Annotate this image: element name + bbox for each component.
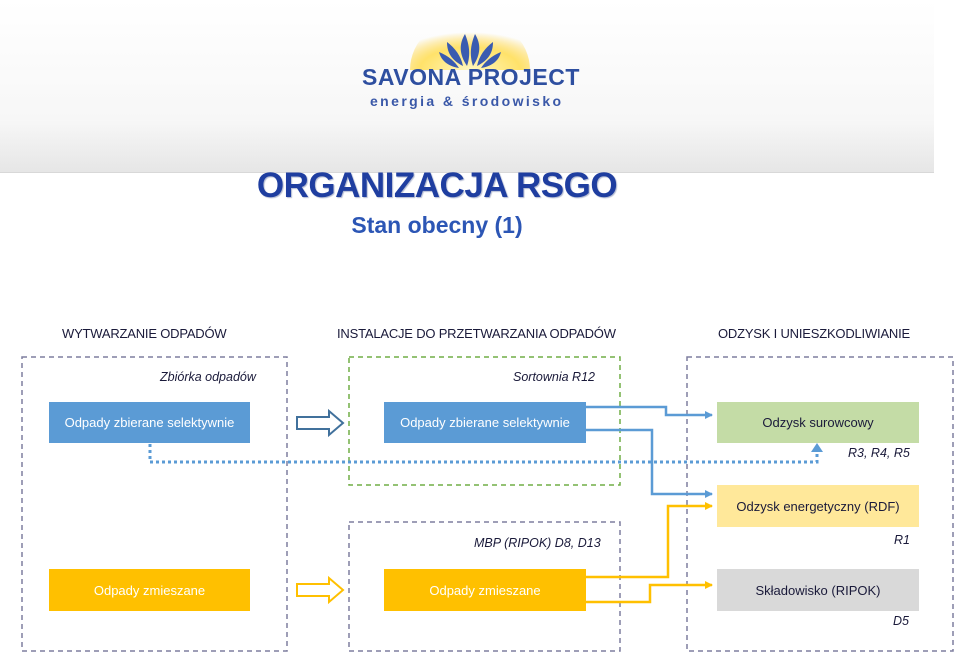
label-sortownia: Sortownia R12 xyxy=(513,370,595,384)
box-recovery-energy: Odzysk energetyczny (RDF) xyxy=(717,485,919,527)
label-zbiorka: Zbiórka odpadów xyxy=(160,370,256,384)
page-subtitle: Stan obecny (1) xyxy=(351,212,523,238)
label-r345: R3, R4, R5 xyxy=(848,446,910,460)
box-recovery-material: Odzysk surowcowy xyxy=(717,402,919,443)
column-header-generation: WYTWARZANIE ODPADÓW xyxy=(62,326,227,341)
box-left-mixed: Odpady zmieszane xyxy=(49,569,250,611)
box-mid-mixed: Odpady zmieszane xyxy=(384,569,586,611)
label-mbp: MBP (RIPOK) D8, D13 xyxy=(474,536,601,550)
dotted-flow-bypass xyxy=(148,444,819,464)
column-header-processing: INSTALACJE DO PRZETWARZANIA ODPADÓW xyxy=(337,326,616,341)
savona-logo-icon xyxy=(410,16,530,70)
flow-selective-to-material xyxy=(586,405,713,419)
label-d5: D5 xyxy=(893,614,909,628)
block-arrow-mixed xyxy=(296,575,345,605)
block-arrow-selective xyxy=(296,408,345,438)
flow-mixed-to-energy xyxy=(586,502,713,579)
frame-mbp xyxy=(348,521,621,652)
logo-name: SAVONA PROJECT xyxy=(362,64,580,90)
frame-sortownia xyxy=(348,356,621,486)
label-r1: R1 xyxy=(894,533,910,547)
frame-recovery xyxy=(686,356,954,652)
column-header-recovery: ODZYSK I UNIESZKODLIWIANIE xyxy=(718,326,910,341)
box-mid-selective: Odpady zbierane selektywnie xyxy=(384,402,586,443)
flow-mixed-to-landfill xyxy=(586,581,713,604)
flow-selective-to-energy xyxy=(586,428,713,498)
page-title: ORGANIZACJA RSGO xyxy=(256,166,618,205)
box-left-selective: Odpady zbierane selektywnie xyxy=(49,402,250,443)
box-landfill: Składowisko (RIPOK) xyxy=(717,569,919,611)
logo-tagline: energia & środowisko xyxy=(370,93,564,109)
